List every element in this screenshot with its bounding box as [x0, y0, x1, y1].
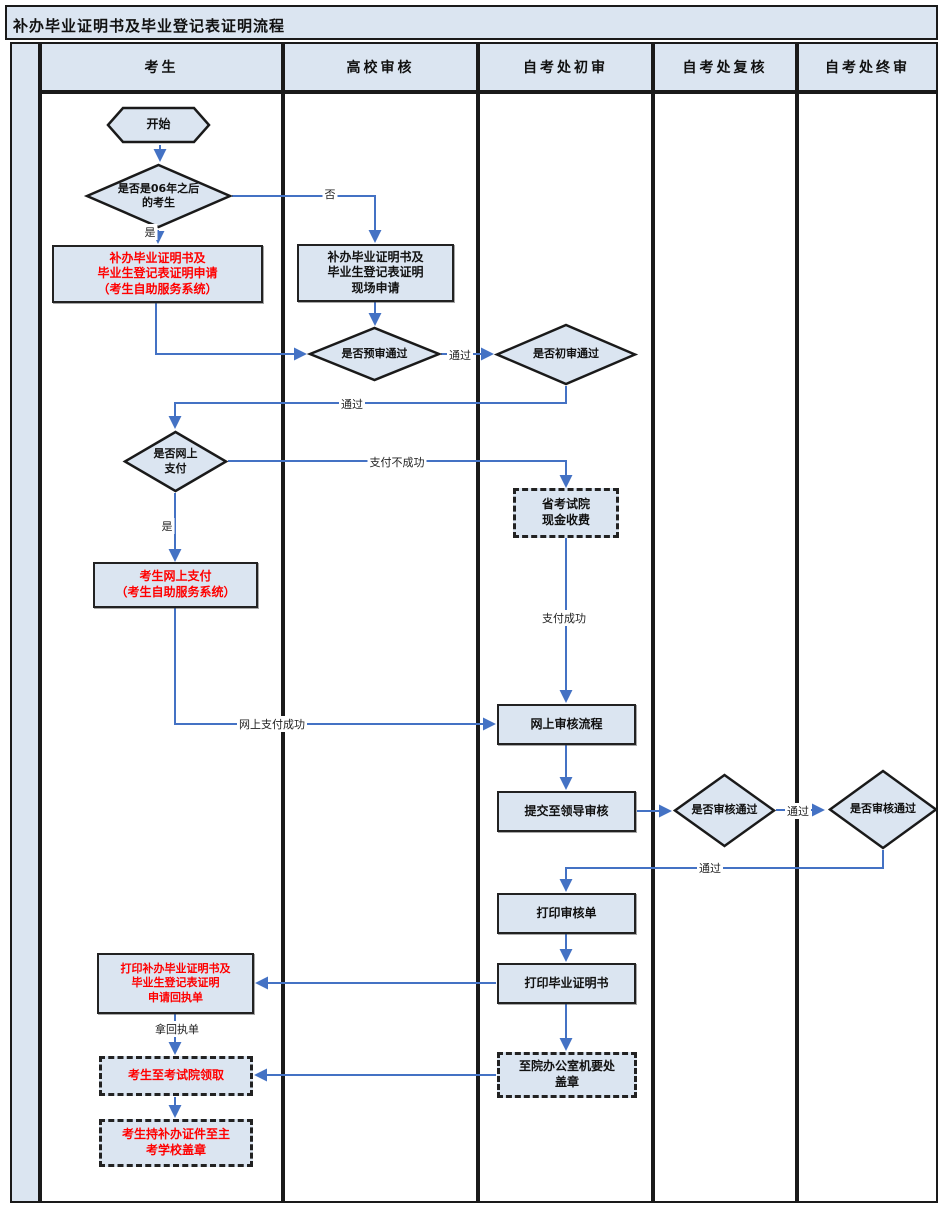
edge-label-yes-1: 是: [142, 224, 158, 240]
box-apply-online: 补办毕业证明书及 毕业生登记表证明申请 （考生自助服务系统）: [52, 245, 263, 303]
box-candidate-online-payment-label: 考生网上支付 （考生自助服务系统）: [115, 569, 236, 599]
start-node: 开始: [106, 106, 211, 144]
lane-header-initial-review: 自考处初审: [478, 42, 653, 92]
decision-online-payment-label: 是否网上 支付: [153, 447, 198, 475]
box-collect-at-institute: 考生至考试院领取: [99, 1056, 253, 1096]
lane-body-initial-review: [478, 92, 653, 1203]
lane-header-university-review: 高校审核: [283, 42, 478, 92]
box-print-certificate: 打印毕业证明书: [497, 963, 636, 1004]
diamond-shape: [827, 769, 939, 850]
decision-precheck-label: 是否预审通过: [341, 346, 408, 360]
box-print-certificate-label: 打印毕业证明书: [524, 975, 609, 990]
diamond-shape: [493, 323, 639, 386]
box-print-receipt-label: 打印补办毕业证明书及 毕业生登记表证明 申请回执单: [120, 962, 231, 1004]
box-print-receipt: 打印补办毕业证明书及 毕业生登记表证明 申请回执单: [97, 953, 254, 1014]
decision-first-review-label: 是否初审通过: [533, 347, 599, 361]
diamond-shape: [122, 430, 229, 493]
edge-label-no: 否: [322, 186, 338, 202]
box-office-seal: 至院办公室机要处 盖章: [497, 1052, 637, 1098]
decision-re-review: 是否审核通过: [672, 773, 777, 848]
box-cash-payment: 省考试院 现金收费: [513, 488, 619, 538]
start-label: 开始: [146, 117, 171, 132]
edge-label-pay-success: 支付成功: [540, 610, 588, 626]
diamond-shape: [83, 163, 234, 229]
decision-final-review-label: 是否审核通过: [850, 802, 916, 816]
edge-label-online-pay-success: 网上支付成功: [237, 716, 307, 732]
box-school-seal-label: 考生持补办证件至主 考学校盖章: [121, 1127, 230, 1157]
lane-header-candidate: 考生: [40, 42, 283, 92]
box-collect-at-institute-label: 考生至考试院领取: [127, 1068, 224, 1083]
diamond-shape: [672, 773, 777, 848]
box-apply-onsite: 补办毕业证明书及 毕业生登记表证明 现场申请: [297, 244, 454, 302]
decision-precheck: 是否预审通过: [306, 326, 443, 382]
box-online-review-process-label: 网上审核流程: [530, 716, 603, 731]
hexagon-shape: [106, 106, 211, 144]
edge-label-pass-4: 通过: [697, 860, 723, 876]
diamond-shape: [306, 326, 443, 382]
lane-header-final-review: 自考处终审: [797, 42, 938, 92]
box-office-seal-label: 至院办公室机要处 盖章: [518, 1059, 615, 1089]
decision-after-2006-label: 是否是06年之后 的考生: [117, 181, 200, 209]
edge-label-take-receipt: 拿回执单: [153, 1021, 201, 1037]
box-submit-to-leader: 提交至领导审核: [497, 791, 636, 832]
lane-body-re-review: [653, 92, 797, 1203]
edge-label-pass-3: 通过: [785, 803, 811, 819]
decision-first-review: 是否初审通过: [493, 323, 639, 386]
lane-header-re-review: 自考处复核: [653, 42, 797, 92]
decision-after-2006: 是否是06年之后 的考生: [83, 163, 234, 229]
edge-label-pass-2: 通过: [339, 396, 365, 412]
decision-final-review: 是否审核通过: [827, 769, 939, 850]
box-print-review-form: 打印审核单: [497, 893, 636, 934]
box-apply-onsite-label: 补办毕业证明书及 毕业生登记表证明 现场申请: [327, 249, 424, 295]
box-print-review-form-label: 打印审核单: [536, 905, 597, 920]
box-online-review-process: 网上审核流程: [497, 704, 636, 745]
box-school-seal: 考生持补办证件至主 考学校盖章: [99, 1119, 253, 1167]
box-apply-online-label: 补办毕业证明书及 毕业生登记表证明申请 （考生自助服务系统）: [97, 250, 218, 296]
edge-label-yes-2: 是: [159, 518, 175, 534]
decision-online-payment: 是否网上 支付: [122, 430, 229, 493]
box-cash-payment-label: 省考试院 现金收费: [541, 497, 590, 527]
box-candidate-online-payment: 考生网上支付 （考生自助服务系统）: [93, 562, 258, 608]
box-submit-to-leader-label: 提交至领导审核: [524, 803, 609, 818]
edge-label-pay-fail: 支付不成功: [367, 454, 427, 470]
lane-body-final-review: [797, 92, 938, 1203]
decision-re-review-label: 是否审核通过: [691, 803, 758, 817]
left-margin-strip: [10, 42, 40, 1203]
edge-label-pass-1: 通过: [447, 347, 473, 363]
page-title: 补办毕业证明书及毕业登记表证明流程: [5, 5, 938, 40]
